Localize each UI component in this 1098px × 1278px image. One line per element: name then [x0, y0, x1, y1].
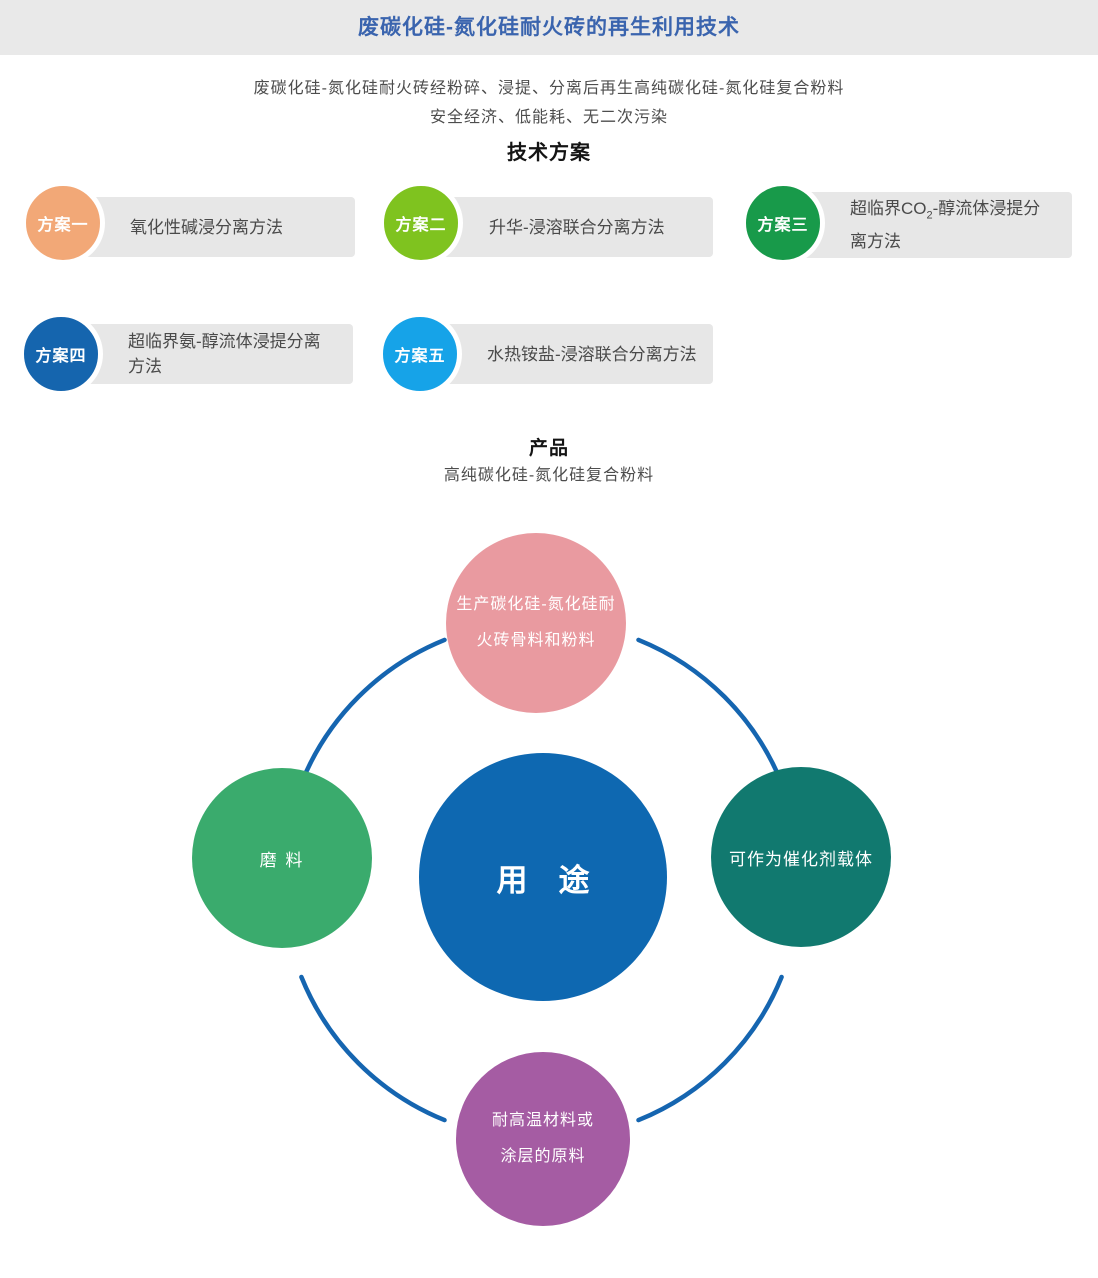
scheme-badge-3: 方案三	[741, 181, 825, 265]
use-node-high-temp-material-label: 耐高温材料或 涂层的原料	[491, 1112, 594, 1165]
use-node-refractory-label: 生产碳化硅-氮化硅耐 火砖骨料和粉料	[456, 596, 616, 649]
scheme-method-5: 水热铵盐-浸溶联合分离方法	[427, 324, 713, 384]
scheme-badge-5: 方案五	[378, 312, 462, 396]
uses-center-label: 用 途	[496, 862, 590, 898]
scheme-badge-2: 方案二	[379, 181, 463, 265]
scheme-badge-4: 方案四	[19, 312, 103, 396]
arc-bottom-right	[636, 974, 784, 1123]
use-node-abrasive-label: 磨 料	[259, 850, 305, 870]
ring-arcs	[299, 637, 784, 1123]
header-bar: 废碳化硅-氮化硅耐火砖的再生利用技术	[0, 0, 1098, 55]
intro-line-2: 安全经济、低能耗、无二次污染	[429, 109, 668, 126]
use-node-catalyst-carrier-label: 可作为催化剂载体	[729, 849, 873, 869]
use-node-abrasive: 磨 料	[192, 768, 372, 948]
scheme-method-3: 超临界CO2-醇流体浸提分离方法	[790, 192, 1072, 258]
scheme-method-2: 升华-浸溶联合分离方法	[429, 197, 713, 257]
use-node-catalyst-carrier: 可作为催化剂载体	[711, 767, 891, 947]
tech-section-title: 技术方案	[507, 142, 591, 164]
product-section-title: 产品	[528, 438, 569, 459]
arc-top-left	[299, 637, 447, 786]
scheme-method-1: 氧化性碱浸分离方法	[70, 197, 355, 257]
use-node-high-temp-material: 耐高温材料或 涂层的原料	[456, 1052, 630, 1226]
uses-center-circle: 用 途	[419, 753, 667, 1001]
intro-line-1: 废碳化硅-氮化硅耐火砖经粉碎、浸提、分离后再生高纯碳化硅-氮化硅复合粉料	[253, 80, 845, 97]
scheme-method-4: 超临界氨-醇流体浸提分离方法	[68, 324, 353, 384]
product-subtitle: 高纯碳化硅-氮化硅复合粉料	[443, 467, 655, 484]
arc-top-right	[636, 637, 784, 786]
use-node-refractory: 生产碳化硅-氮化硅耐 火砖骨料和粉料	[446, 533, 626, 713]
page-title: 废碳化硅-氮化硅耐火砖的再生利用技术	[358, 16, 740, 39]
arc-bottom-left	[299, 974, 447, 1123]
scheme-badge-1: 方案一	[21, 181, 105, 265]
scheme-method-3-text: 超临界CO2-醇流体浸提分离方法	[850, 199, 1041, 251]
